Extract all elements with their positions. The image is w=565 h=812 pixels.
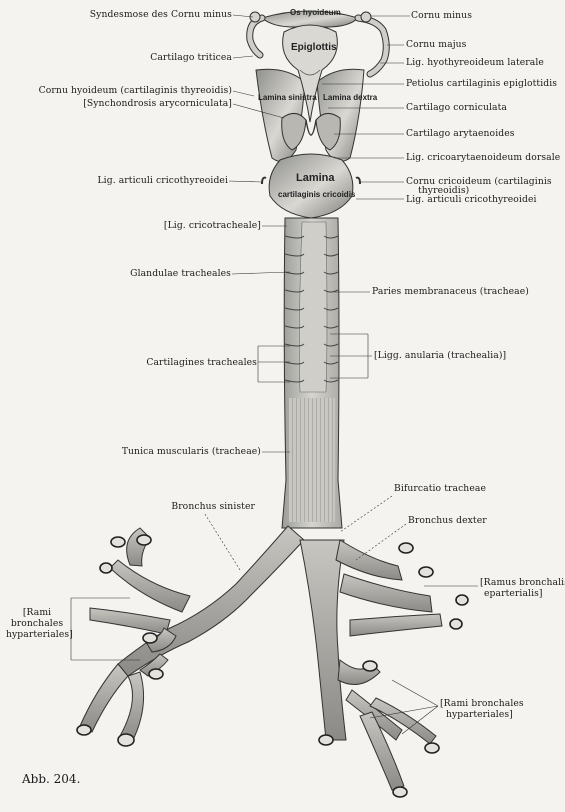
label-lig-hyothyreoideum: Lig. hyothyreoideum laterale	[406, 57, 544, 68]
label-lig-cricotracheale: [Lig. cricotracheale]	[163, 220, 261, 231]
label-cornu-hyoideum: Cornu hyoideum (cartilaginis thyreoidis)	[38, 85, 232, 96]
label-tunica-muscularis: Tunica muscularis (tracheae)	[121, 446, 261, 457]
label-cartilagines-tracheales: Cartilagines tracheales	[146, 357, 257, 368]
lamina-dextra-label: Lamina dextra	[323, 93, 378, 102]
arytenoid-cartilages	[281, 113, 341, 151]
label-bifurcatio: Bifurcatio tracheae	[394, 483, 486, 494]
hyoid-bone	[246, 10, 390, 78]
epiglottis	[282, 24, 338, 123]
label-rami-left-3: hyparteriales]	[6, 629, 73, 640]
label-lig-cricothyreoidei-right: Lig. articuli cricothyreoidei	[406, 194, 537, 205]
label-cornu-cricoideum-1: Cornu cricoideum (cartilaginis	[406, 176, 552, 187]
label-cartilago-corniculata: Cartilago corniculata	[406, 102, 507, 113]
left-bronchus-tree	[76, 525, 305, 747]
label-synchondrosis: [Synchondrosis arycorniculata]	[83, 98, 232, 109]
label-rami-right-1: [Rami bronchales	[440, 698, 524, 709]
label-ramus-eparterialis-1: [Ramus bronchalis	[480, 577, 565, 588]
os-hyoideum-label: Os hyoideum	[290, 8, 341, 17]
label-bronchus-sinister: Bronchus sinister	[171, 501, 255, 512]
lamina-label: Lamina	[296, 172, 335, 184]
label-rami-left-2: bronchales	[10, 618, 64, 629]
leader-lines	[70, 14, 478, 735]
label-syndesmose: Syndesmose des Cornu minus	[89, 9, 232, 20]
figure-number: Abb. 204.	[22, 772, 81, 786]
label-ligg-anularia: [Ligg. anularia (trachealia)]	[374, 350, 507, 361]
cricoid-cartilage	[261, 153, 361, 219]
label-petiolus: Petiolus cartilaginis epiglottidis	[406, 78, 558, 89]
label-cornu-majus: Cornu majus	[406, 39, 467, 50]
label-glandulae-tracheales: Glandulae tracheales	[130, 268, 231, 279]
label-lig-cricothyreoidei-left: Lig. articuli cricothyreoidei	[97, 175, 228, 186]
label-rami-left-1: [Rami	[22, 607, 52, 618]
label-cartilago-triticea: Cartilago triticea	[150, 52, 232, 63]
lamina-sinistra-label: Lamina sinistra	[258, 93, 317, 102]
cartilaginis-cricoidis-label: cartilaginis cricoidis	[278, 190, 356, 199]
epiglottis-label: Epiglottis	[291, 42, 337, 53]
label-cornu-minus: Cornu minus	[411, 10, 473, 21]
label-cornu-cricoideum-2: thyreoidis)	[418, 185, 470, 196]
label-ramus-eparterialis-2: eparterialis]	[484, 588, 543, 599]
right-bronchus-tree	[299, 539, 469, 798]
trachea	[281, 217, 343, 529]
label-paries-membranaceus: Paries membranaceus (tracheae)	[372, 286, 529, 297]
label-lig-cricoarytaenoideum: Lig. cricoarytaenoideum dorsale	[406, 152, 561, 163]
label-rami-right-2: hyparteriales]	[446, 709, 513, 720]
label-cartilago-arytaenoides: Cartilago arytaenoides	[406, 128, 515, 139]
tracheal-rings	[284, 235, 339, 383]
label-bronchus-dexter: Bronchus dexter	[408, 515, 487, 526]
